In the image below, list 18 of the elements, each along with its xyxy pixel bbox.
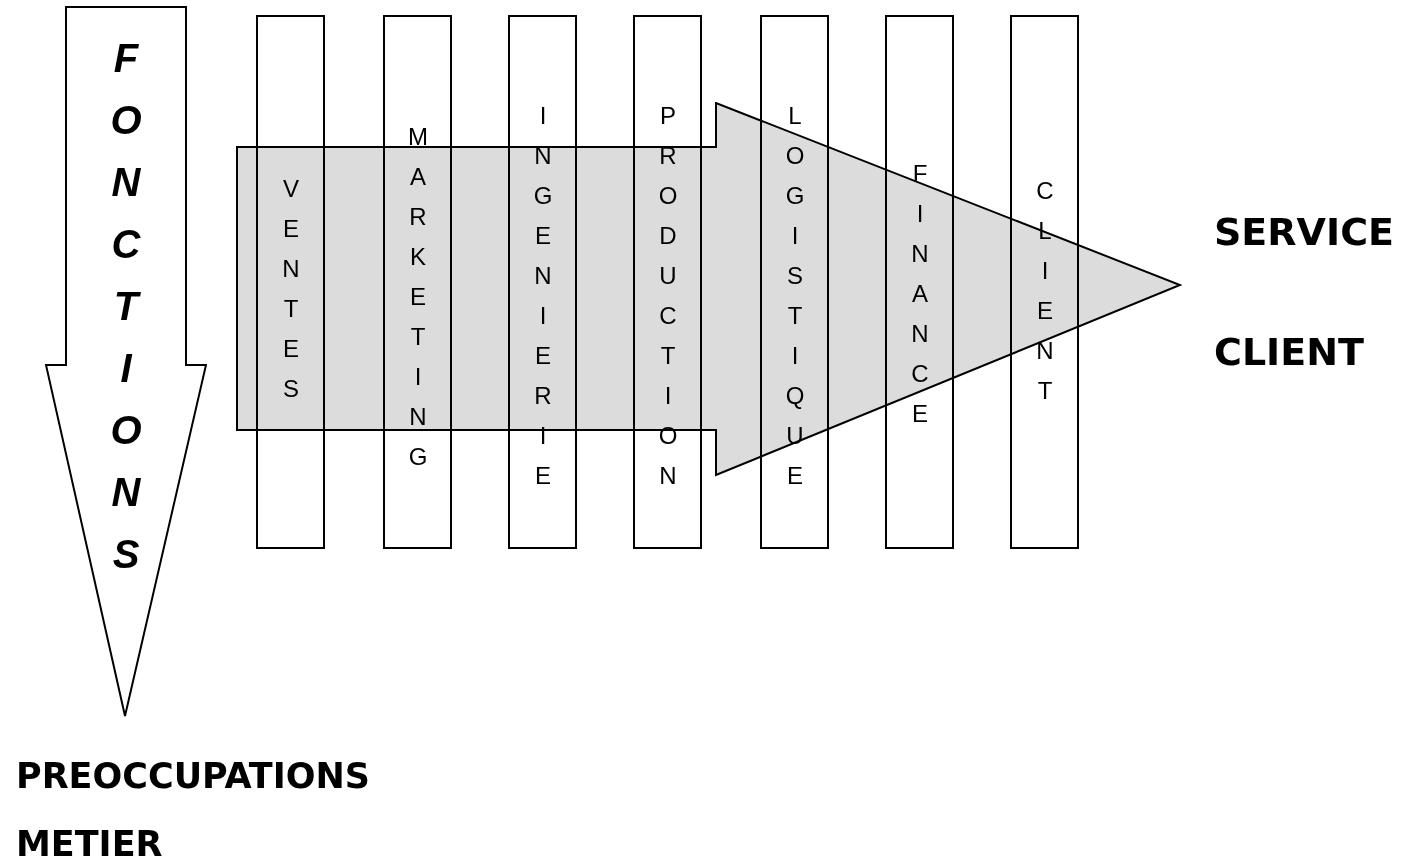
column-box [383, 15, 452, 549]
column-label: VENTES [278, 175, 303, 415]
column-label: CLIENT [1032, 177, 1057, 417]
column-label: FINANCE [907, 160, 932, 440]
column-label: INGENIERIE [530, 102, 555, 502]
column-box [633, 15, 702, 549]
heading-text: PREOCCUPATIONS METIER [16, 755, 372, 860]
column-label: PRODUCTION [655, 102, 680, 502]
column-label: MARKETING [405, 123, 430, 483]
column-box [760, 15, 829, 549]
down-arrow [45, 6, 207, 718]
column-label: LOGISTIQUE [782, 102, 807, 502]
column-box [885, 15, 954, 549]
arrow-label: FONCTIONS [106, 36, 146, 594]
heading-text: SERVICE CLIENT [1214, 209, 1395, 376]
column-box [508, 15, 577, 549]
column-box [256, 15, 325, 549]
column-box [1010, 15, 1079, 549]
